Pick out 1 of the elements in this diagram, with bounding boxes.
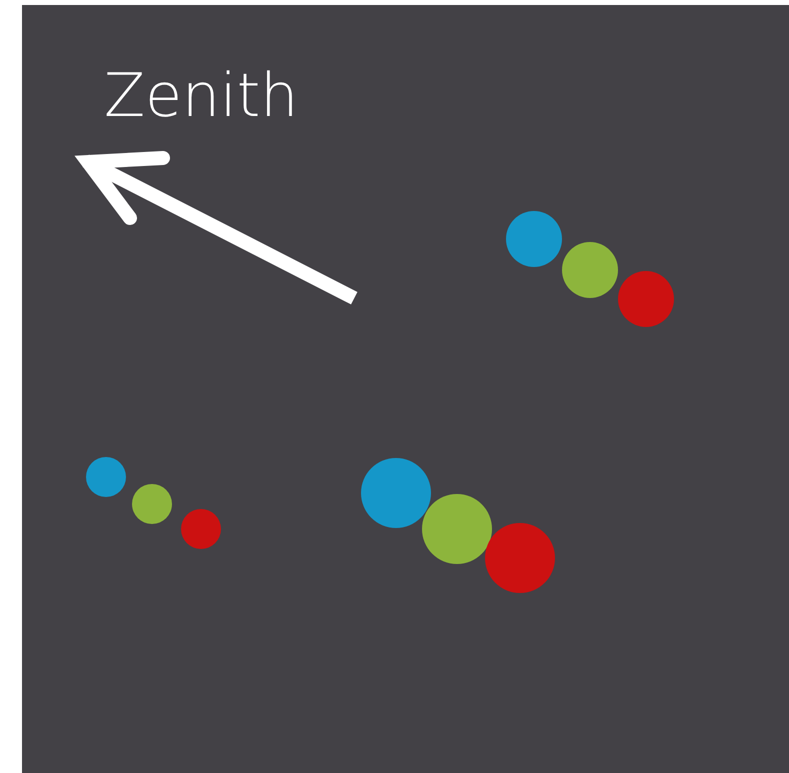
direction-label: Zenith	[104, 66, 298, 126]
